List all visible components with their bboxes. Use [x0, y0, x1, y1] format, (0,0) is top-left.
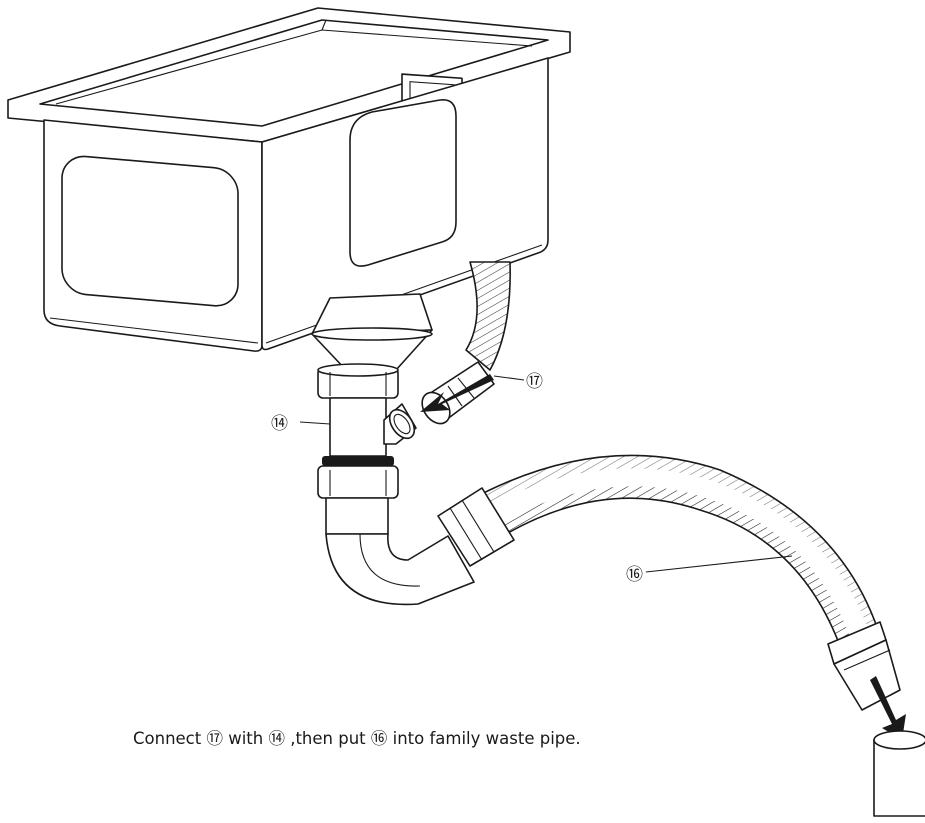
overflow-hose: [420, 261, 511, 425]
callout-16: ⑯: [626, 555, 793, 585]
sink-basin: [7, 7, 571, 352]
callout-14: ⑭: [271, 414, 331, 434]
drain-tee: [317, 363, 417, 535]
callout-17: ⑰: [493, 372, 543, 392]
u-trap: [325, 533, 475, 606]
family-waste-pipe: [873, 730, 925, 817]
callout-17-label: ⑰: [526, 372, 543, 392]
waste-hose: [437, 454, 906, 740]
drain-funnel: [311, 293, 433, 371]
callout-16-label: ⑯: [626, 565, 643, 585]
callout-14-label: ⑭: [271, 414, 288, 434]
instruction-caption: Connect ⑰ with ⑭ ,then put ⑯ into family…: [133, 729, 581, 748]
